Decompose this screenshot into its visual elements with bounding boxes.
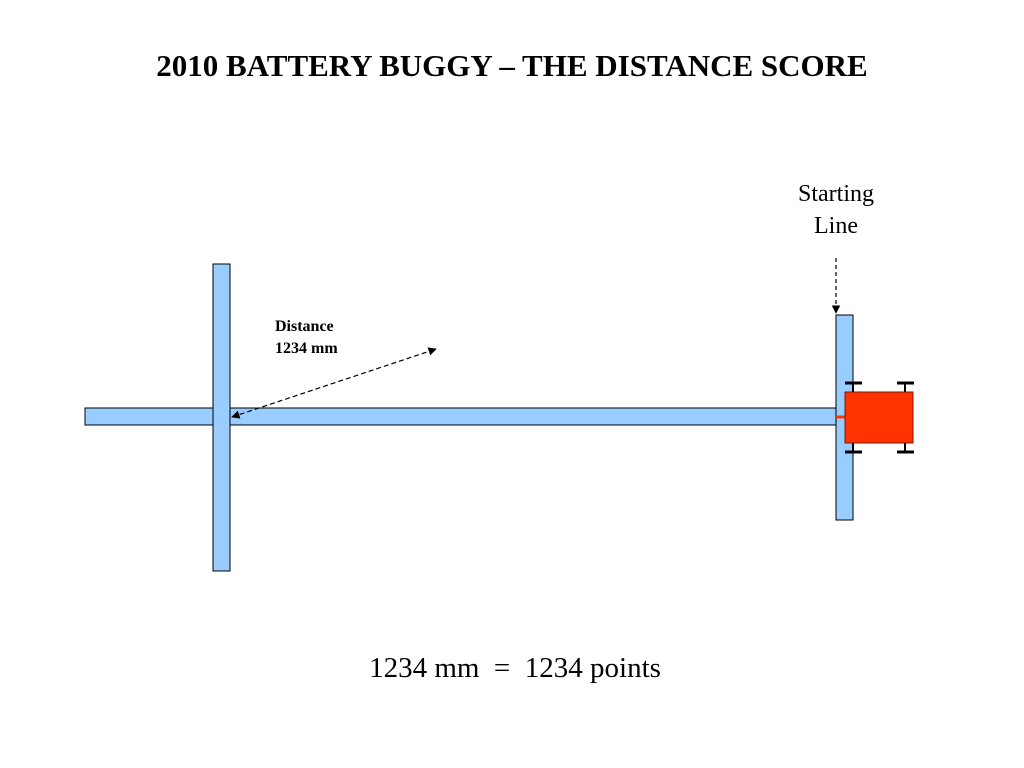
buggy <box>836 381 914 454</box>
distance-label-line2: 1234 mm <box>275 340 338 357</box>
starting-line-label-line1: Starting <box>798 181 874 207</box>
starting-line-label-line2: Line <box>814 213 858 239</box>
score-equation: 1234 mm = 1234 points <box>369 652 661 684</box>
distance-label: Distance 1234 mm <box>275 316 338 360</box>
track-horizontal <box>84 407 846 426</box>
slide-title: 2010 BATTERY BUGGY – THE DISTANCE SCORE <box>156 48 868 83</box>
distance-label-line1: Distance <box>275 318 334 335</box>
starting-line-label: Starting Line <box>776 178 896 242</box>
measure-bar <box>212 263 231 572</box>
distance-arrow <box>231 347 437 419</box>
buggy-body <box>844 391 914 444</box>
